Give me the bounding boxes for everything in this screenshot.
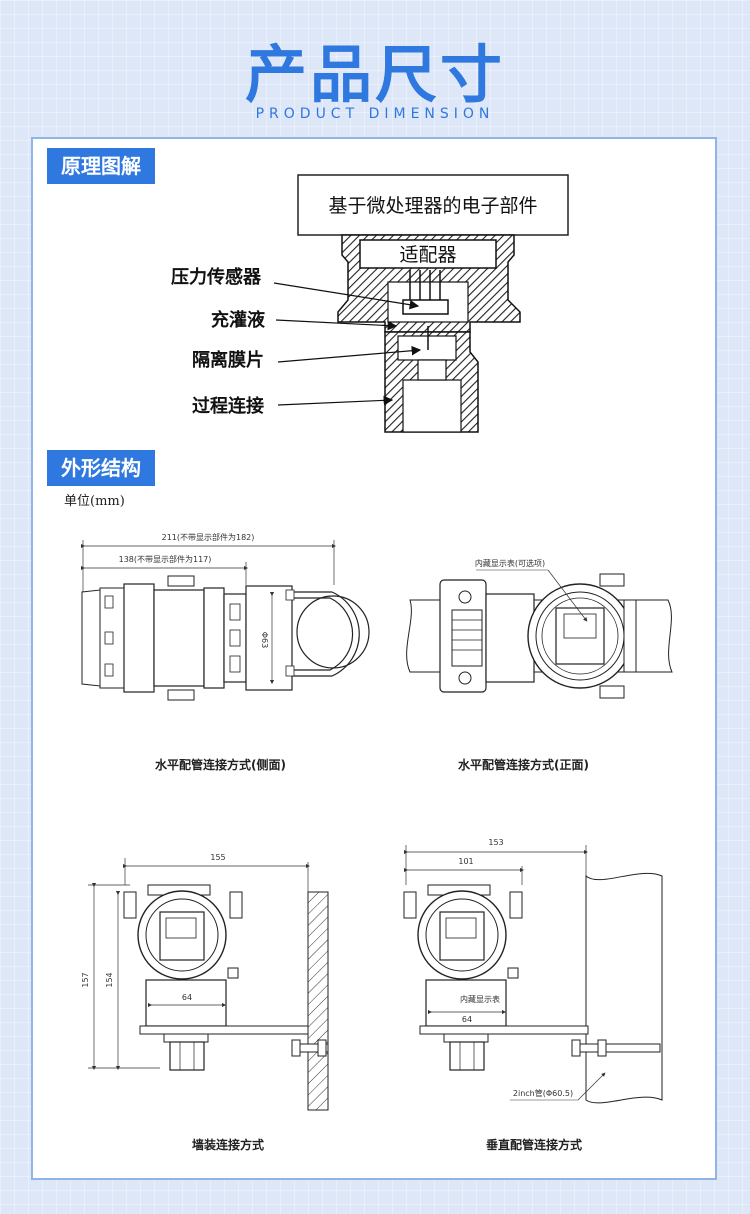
dim-side-total: 211(不带显示部件为182) xyxy=(162,532,255,542)
note-front-display: 内藏显示表(可选项) xyxy=(475,558,545,568)
dim-side-pipe: Φ63 xyxy=(260,632,269,648)
electronics-box xyxy=(297,174,569,236)
page-subtitle: PRODUCT DIMENSION xyxy=(255,106,495,122)
unit-label: 单位(mm) xyxy=(64,494,125,509)
note-vertical-pipe: 2inch管(Φ60.5) xyxy=(513,1088,573,1098)
dim-vertical-width: 153 xyxy=(488,838,503,847)
dim-side-body: 138(不带显示部件为117) xyxy=(119,554,212,564)
adapter-label: 适配器 xyxy=(399,244,456,266)
caption-side-view: 水平配管连接方式(侧面) xyxy=(155,758,286,772)
dim-vertical-bracket: 64 xyxy=(462,1015,472,1024)
adapter-box xyxy=(359,239,497,269)
page-title: 产品尺寸 xyxy=(244,38,505,111)
label-fill-fluid: 充灌液 xyxy=(211,309,266,331)
section-tag-structure: 外形结构 xyxy=(47,450,155,486)
label-isolating-diaphragm: 隔离膜片 xyxy=(192,349,264,371)
caption-vertical-view: 垂直配管连接方式 xyxy=(486,1138,583,1152)
dim-wall-bracket: 64 xyxy=(182,993,192,1002)
dim-wall-height-inner: 154 xyxy=(105,972,114,987)
caption-wall-view: 墙装连接方式 xyxy=(192,1138,265,1152)
dim-vertical-inner: 101 xyxy=(458,857,473,866)
electronics-label: 基于微处理器的电子部件 xyxy=(328,195,537,217)
section-tag-principle: 原理图解 xyxy=(47,148,155,184)
dim-wall-width: 155 xyxy=(210,853,225,862)
label-process-connection: 过程连接 xyxy=(192,395,264,417)
dim-wall-height-outer: 157 xyxy=(81,972,90,987)
label-pressure-sensor: 压力传感器 xyxy=(171,266,262,288)
caption-front-view: 水平配管连接方式(正面) xyxy=(458,758,589,772)
note-vertical-display: 内藏显示表 xyxy=(460,994,500,1004)
